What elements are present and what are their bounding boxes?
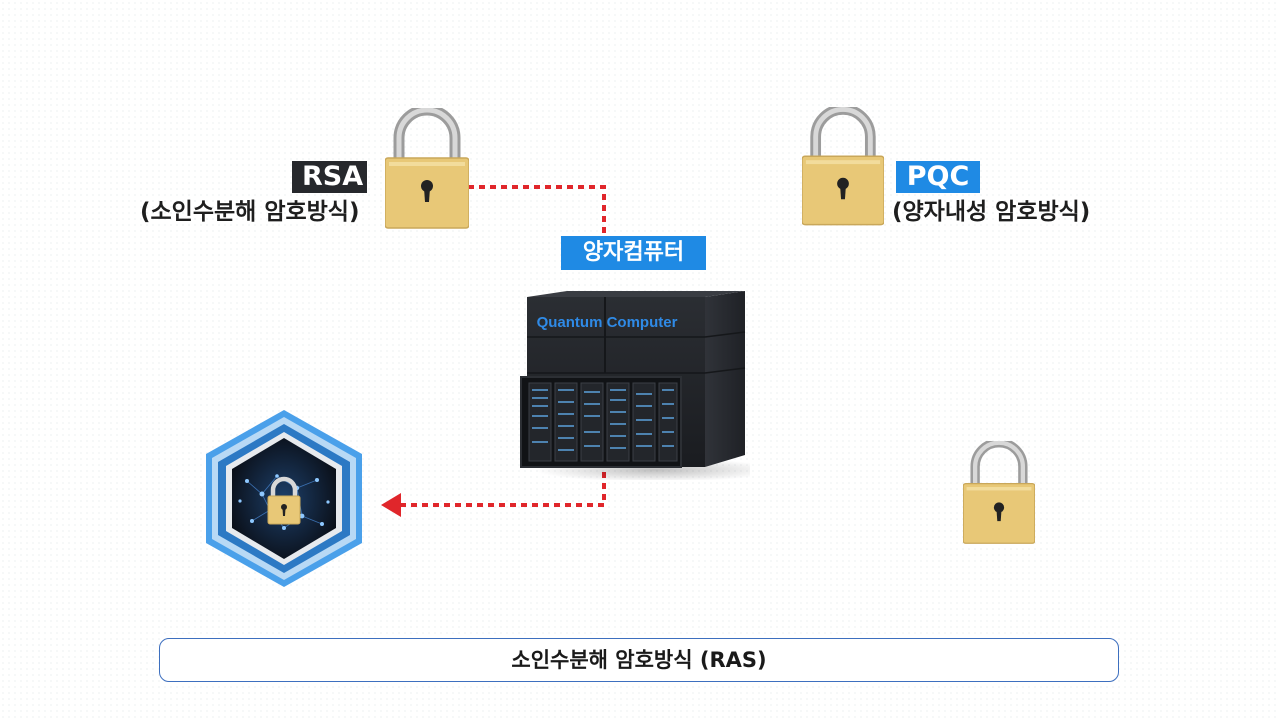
pqc-subtitle: (양자내성 암호방식) <box>892 199 1091 225</box>
dashed-line-rsa-to-qc <box>468 185 606 236</box>
rsa-lock-icon <box>385 108 469 230</box>
quantum-computer-server: Quantum Computer <box>515 285 775 484</box>
rsa-tag: RSA <box>292 161 367 193</box>
caption-text: 소인수분해 암호방식 (RAS) <box>511 648 767 672</box>
pqc-tag: PQC <box>896 161 980 193</box>
quantum-secure-badge <box>202 406 367 595</box>
badge-lock-icon <box>267 476 301 525</box>
standalone-lock-icon <box>963 441 1035 545</box>
quantum-computer-label: 양자컴퓨터 <box>561 236 706 270</box>
rsa-subtitle: (소인수분해 암호방식) <box>140 199 360 225</box>
dashed-line-qc-to-badge <box>400 472 606 507</box>
red-arrowhead <box>381 493 401 517</box>
quantum-computer-cabinet-text: Quantum Computer <box>537 314 678 331</box>
caption-box: 소인수분해 암호방식 (RAS) <box>159 638 1119 682</box>
pqc-lock-icon <box>802 107 884 227</box>
